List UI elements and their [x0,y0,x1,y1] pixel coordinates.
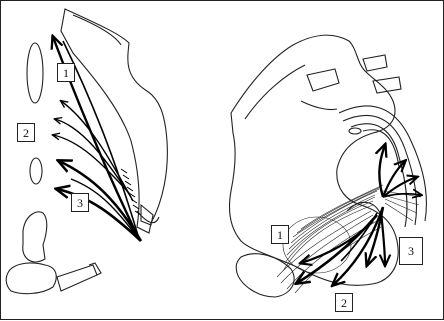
right-label-3: 3 [399,237,423,265]
right-arrow-a [379,145,385,197]
left-oval-upper [27,43,43,103]
left-label-2: 2 [17,123,35,142]
bottom-bone-2 [6,263,56,294]
pubic-oval [236,254,294,297]
right-arrow-h [381,211,385,265]
right-panel [229,35,426,297]
sacral-foramen [349,128,361,134]
left-label-3: 3 [71,193,89,212]
right-label-2: 2 [335,293,353,312]
right-arrow-i [301,221,373,263]
sacral-block-1 [307,69,339,91]
right-label-1: 1 [271,225,289,244]
left-fiber-2b [55,119,131,197]
bottom-bone-1 [23,212,47,262]
sacral-block-2 [363,55,387,71]
hip-inner-curve [245,65,305,119]
bottom-bone-3 [57,265,97,291]
hip-ridge [301,101,337,110]
left-oval-lower [30,158,42,184]
left-label-1: 1 [57,63,75,82]
sacrum-inner [73,15,121,45]
